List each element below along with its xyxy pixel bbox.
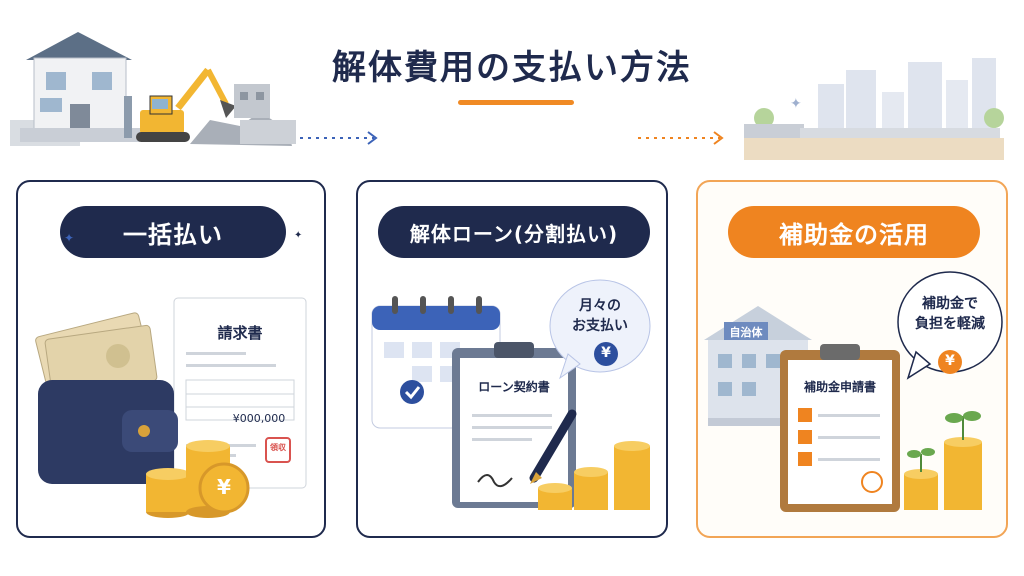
bubble-line2: 負担を軽減 [915, 316, 985, 332]
card-lump-sum: 一括払い [16, 180, 326, 538]
bubble-line1: 補助金で [922, 296, 978, 312]
svg-text:✦: ✦ [294, 230, 302, 241]
coin-stack-icon [146, 440, 250, 518]
coin-sprout-icon [904, 411, 982, 510]
house-icon [10, 32, 140, 146]
invoice-title: 請求書 [217, 324, 263, 342]
contract-icon [452, 342, 576, 508]
loan-illustration [371, 279, 651, 510]
contract-title: ローン契約書 [478, 380, 550, 394]
form-title: 補助金申請書 [803, 380, 876, 394]
arrow-right-icon [638, 131, 724, 145]
arrow-right-icon [300, 131, 378, 145]
card-subsidy: 補助金の活用 [696, 180, 1008, 538]
card-heading: 解体ローン(分割払い) [378, 206, 650, 258]
yen-coin-icon: ¥ [601, 345, 611, 361]
card-loan: 解体ローン(分割払い) [356, 180, 668, 538]
building-sign: 自治体 [729, 326, 763, 339]
rubble-icon [190, 84, 296, 146]
cleared-lot-icon: ✦ [744, 58, 1004, 160]
card-heading: 補助金の活用 [728, 206, 980, 258]
page-title: 解体費用の支払い方法 [332, 48, 692, 88]
coin-stack-icon [538, 441, 650, 510]
svg-text:✦: ✦ [790, 96, 802, 112]
title-underline [458, 100, 574, 105]
svg-text:✦: ✦ [64, 231, 74, 245]
pen-icon [529, 409, 577, 484]
speech-bubble [897, 271, 1003, 380]
subsidy-illustration [704, 271, 1003, 512]
bubble-line2: お支払い [572, 318, 628, 334]
stamp-icon: 領収 [270, 443, 286, 452]
lump-sum-illustration: ✦ ✦ [35, 230, 307, 518]
header-illustration: ✦ [10, 32, 1004, 160]
wallet-icon [38, 380, 178, 484]
yen-coin-icon: ¥ [945, 353, 955, 369]
banknotes-icon [35, 312, 158, 396]
yen-coin-icon: ¥ [217, 475, 231, 499]
application-form-icon [780, 344, 900, 512]
speech-bubble [549, 279, 651, 380]
invoice-amount: ¥000,000 [232, 412, 286, 425]
bubble-line1: 月々の [579, 298, 621, 314]
excavator-icon [136, 67, 236, 142]
government-building-icon [704, 306, 812, 426]
card-heading: 一括払い [60, 206, 286, 258]
